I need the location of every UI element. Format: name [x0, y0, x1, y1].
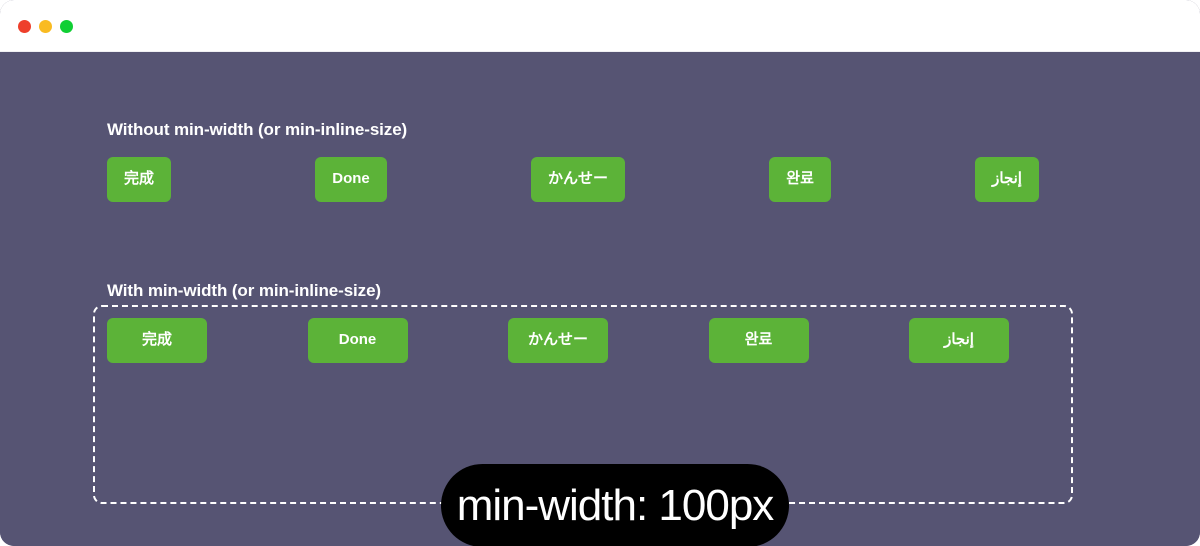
close-window-icon[interactable] [18, 20, 31, 33]
button-row-without-min-width: 完成 Done かんせー 완료 إنجاز [107, 157, 1039, 202]
done-button-min-zh[interactable]: 完成 [107, 318, 207, 363]
maximize-window-icon[interactable] [60, 20, 73, 33]
window-titlebar [0, 0, 1200, 52]
button-row-with-min-width: 完成 Done かんせー 완료 إنجاز [107, 318, 1009, 363]
section-heading-with-min-width: With min-width (or min-inline-size) [107, 281, 381, 300]
done-button-min-en[interactable]: Done [307, 318, 408, 363]
done-button-min-ar[interactable]: إنجاز [909, 318, 1009, 363]
done-button-ko[interactable]: 완료 [769, 157, 831, 202]
done-button-zh[interactable]: 完成 [107, 157, 172, 202]
min-width-callout-badge: min-width: 100px [441, 464, 789, 546]
demo-canvas: Without min-width (or min-inline-size) 完… [0, 52, 1200, 546]
traffic-light-controls [18, 20, 73, 33]
done-button-ar[interactable]: إنجاز [975, 157, 1039, 202]
done-button-ja[interactable]: かんせー [531, 157, 626, 202]
done-button-en[interactable]: Done [315, 157, 387, 202]
minimize-window-icon[interactable] [39, 20, 52, 33]
section-heading-without-min-width: Without min-width (or min-inline-size) [107, 120, 408, 139]
done-button-min-ja[interactable]: かんせー [508, 318, 608, 363]
done-button-min-ko[interactable]: 완료 [708, 318, 809, 363]
